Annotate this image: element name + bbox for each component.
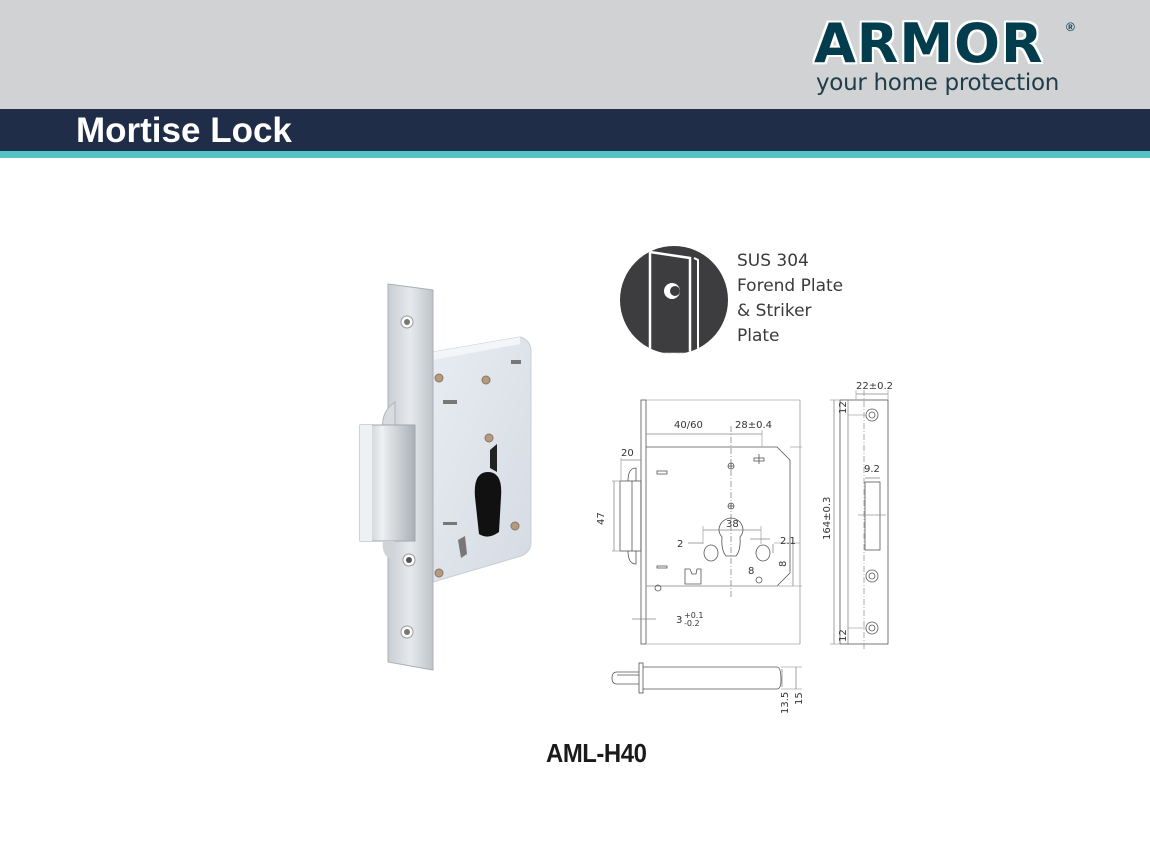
page-title: Mortise Lock (76, 111, 292, 150)
side-view-drawing (611, 662, 802, 694)
feature-line: Plate (737, 326, 780, 346)
dim-forend-to-edge: 28±0.4 (735, 420, 772, 431)
model-number: AML-H40 (546, 738, 647, 768)
dim-backset: 40/60 (674, 420, 703, 431)
mortise-lock-photo-icon (359, 283, 532, 671)
brand-name: ARMOR (814, 12, 1044, 75)
dim-latch-projection: 20 (621, 448, 634, 459)
striker-plate-drawing (830, 390, 889, 650)
header-top-band (0, 0, 1150, 109)
dim-cylinder-width: 38 (726, 519, 739, 530)
dim-screw-dia-v: 8 (778, 561, 789, 567)
dim-side-height-outer: 15 (794, 692, 805, 705)
dim-screw-dia-h: 8 (748, 566, 754, 577)
front-view-drawing (612, 399, 802, 645)
dim-forend-tol-minus: -0.2 (684, 619, 700, 628)
accent-stripe (0, 151, 1150, 158)
dim-striker-slot-width: 9.2 (864, 464, 880, 475)
feature-line: Forend Plate (737, 276, 844, 296)
feature-description: SUS 304 Forend Plate & Striker Plate (737, 249, 843, 349)
brand-logo: ARMOR ® your home protection (814, 14, 1084, 104)
feature-line: & Striker (737, 301, 812, 321)
registered-mark: ® (1066, 20, 1075, 34)
dim-screw-offset: 2.1 (780, 536, 796, 547)
title-band (0, 109, 1150, 151)
dim-striker-length: 164±0.3 (822, 497, 833, 540)
dim-latch-height: 47 (596, 512, 607, 525)
dim-forend-tol-plus: +0.1 (684, 611, 703, 620)
brand-tagline: your home protection (816, 70, 1060, 96)
dim-striker-hole-top: 12 (838, 401, 849, 414)
product-photo (355, 282, 535, 677)
feature-line: SUS 304 (737, 251, 809, 271)
dim-striker-hole-bottom: 12 (838, 629, 849, 642)
dim-side-height-inner: 13.5 (780, 692, 791, 714)
technical-drawing: 40/60 28±0.4 20 47 38 2 2.1 8 8 3 +0.1 -… (590, 380, 910, 725)
dim-forend-thickness: 3 (676, 615, 682, 626)
dim-cylinder-offset: 2 (677, 539, 683, 550)
door-icon (620, 246, 728, 354)
dim-striker-width: 22±0.2 (856, 381, 893, 392)
